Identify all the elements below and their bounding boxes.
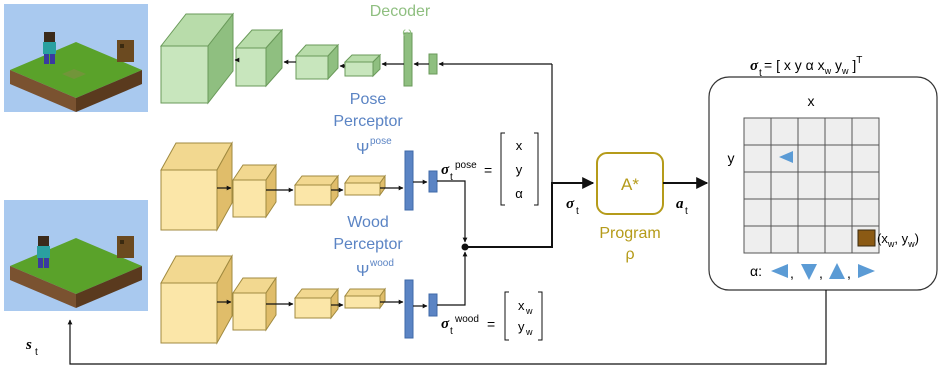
a-t-label: a: [676, 196, 684, 212]
wood-perceptor-label-2: Perceptor: [333, 236, 403, 253]
grid-x-axis-label: x: [808, 93, 815, 109]
wood-perceptor-network: [160, 254, 386, 345]
sigma-t-label: σ: [566, 196, 575, 212]
sigma-wood-y-sub: w: [525, 327, 533, 337]
pose-perceptor-network: [160, 141, 386, 232]
grid-cell: [770, 117, 799, 146]
decoder-title: Decoder: [370, 3, 431, 20]
sigma-wood-expression: σ t wood = x w y w: [441, 291, 543, 341]
s-t-sub: t: [35, 347, 38, 358]
wood-perceptor-label-1: Wood: [347, 214, 389, 231]
sigma-t-sub: t: [576, 206, 579, 217]
sigma-wood-sup: wood: [454, 314, 479, 325]
grid-y-axis-label: y: [728, 150, 735, 166]
grid-cell: [824, 198, 853, 227]
grid-cell: [824, 171, 853, 200]
grid-cell: [851, 117, 880, 146]
grid-cell: [743, 225, 772, 254]
decoder-omega: ω: [402, 25, 411, 39]
alpha-legend-label: α:: [750, 263, 762, 279]
wood-block-icon: [857, 229, 876, 247]
grid-cell: [851, 198, 880, 227]
program-label: Program: [599, 225, 660, 242]
sigma-pose-sup: pose: [455, 160, 477, 171]
grid-cell: [743, 117, 772, 146]
grid-cell: [797, 171, 826, 200]
wood-position-label: (xw, yw): [877, 231, 919, 249]
feedback-arrow: [67, 290, 827, 365]
alpha-sep-2: ,: [819, 265, 823, 281]
sigma-wood-sub: t: [450, 326, 453, 337]
sigma-pose-alpha: α: [515, 186, 523, 201]
a-t-sub: t: [685, 206, 688, 217]
reconstructed-game-image: [4, 4, 148, 112]
grid-cell: [743, 171, 772, 200]
program-astar: A*: [621, 175, 639, 194]
grid-cell: [770, 225, 799, 254]
sigma-wood-x-sub: w: [525, 306, 533, 316]
sigma-pose-symbol: σ: [441, 162, 450, 178]
state-eq-sigma: σ: [750, 58, 759, 74]
alpha-left-icon: [771, 264, 788, 278]
pose-perceptor-label-1: Pose: [350, 91, 387, 108]
grid-cell: [770, 171, 799, 200]
input-game-image: [4, 200, 148, 311]
alpha-right-icon: [858, 264, 875, 278]
grid-cell: [824, 144, 853, 173]
pose-perceptor-psi-sup: pose: [370, 136, 392, 147]
wood-perceptor-arrows: [217, 299, 428, 309]
alpha-sep-3: ,: [847, 265, 851, 281]
grid-world: [743, 117, 880, 254]
sigma-wood-x: x: [518, 298, 525, 313]
sigma-wood-symbol: σ: [441, 316, 450, 332]
pose-perceptor-psi: Ψ: [356, 141, 369, 158]
grid-cell: [851, 171, 880, 200]
grid-cell: [743, 198, 772, 227]
pose-perceptor-fc: [404, 150, 438, 211]
alpha-up-icon: [829, 263, 845, 279]
wood-perceptor-fc: [404, 279, 438, 339]
program-rho: ρ: [625, 246, 634, 263]
wood-perceptor-psi: Ψ: [356, 263, 369, 280]
grid-cell: [797, 225, 826, 254]
grid-cell: [824, 117, 853, 146]
sigma-pose-expression: σ t pose = x y α: [441, 132, 539, 206]
sigma-pose-y: y: [516, 162, 523, 177]
grid-cell: [797, 117, 826, 146]
merge-arrows: [437, 64, 595, 306]
alpha-down-icon: [801, 264, 817, 280]
pose-perceptor-label-2: Perceptor: [333, 113, 403, 130]
grid-cell: [797, 198, 826, 227]
sigma-wood-eq: =: [487, 316, 495, 332]
merge-junction: [461, 243, 469, 251]
s-t-label: s: [25, 337, 32, 353]
grid-cell: [824, 225, 853, 254]
state-equation: σ t = [ x y α xw yw ]T: [750, 55, 862, 79]
state-eq-rhs: = [ x y α xw yw ]T: [764, 55, 862, 76]
pose-perceptor-arrows: [217, 179, 428, 193]
grid-cell: [851, 144, 880, 173]
grid-cell: [797, 144, 826, 173]
decoder-arrows: [234, 57, 552, 69]
grid-cell: [770, 198, 799, 227]
alpha-sep-1: ,: [790, 265, 794, 281]
wood-perceptor-psi-sup: wood: [369, 258, 394, 269]
state-eq-sub: t: [759, 68, 762, 79]
alpha-legend: α: , , ,: [750, 263, 875, 281]
agent-arrow-left-icon: [779, 151, 793, 163]
sigma-pose-x: x: [516, 138, 523, 153]
sigma-pose-sub: t: [450, 172, 453, 183]
sigma-wood-y: y: [518, 319, 525, 334]
sigma-pose-eq: =: [484, 162, 492, 178]
grid-cell: [743, 144, 772, 173]
decoder-network: [159, 12, 438, 105]
